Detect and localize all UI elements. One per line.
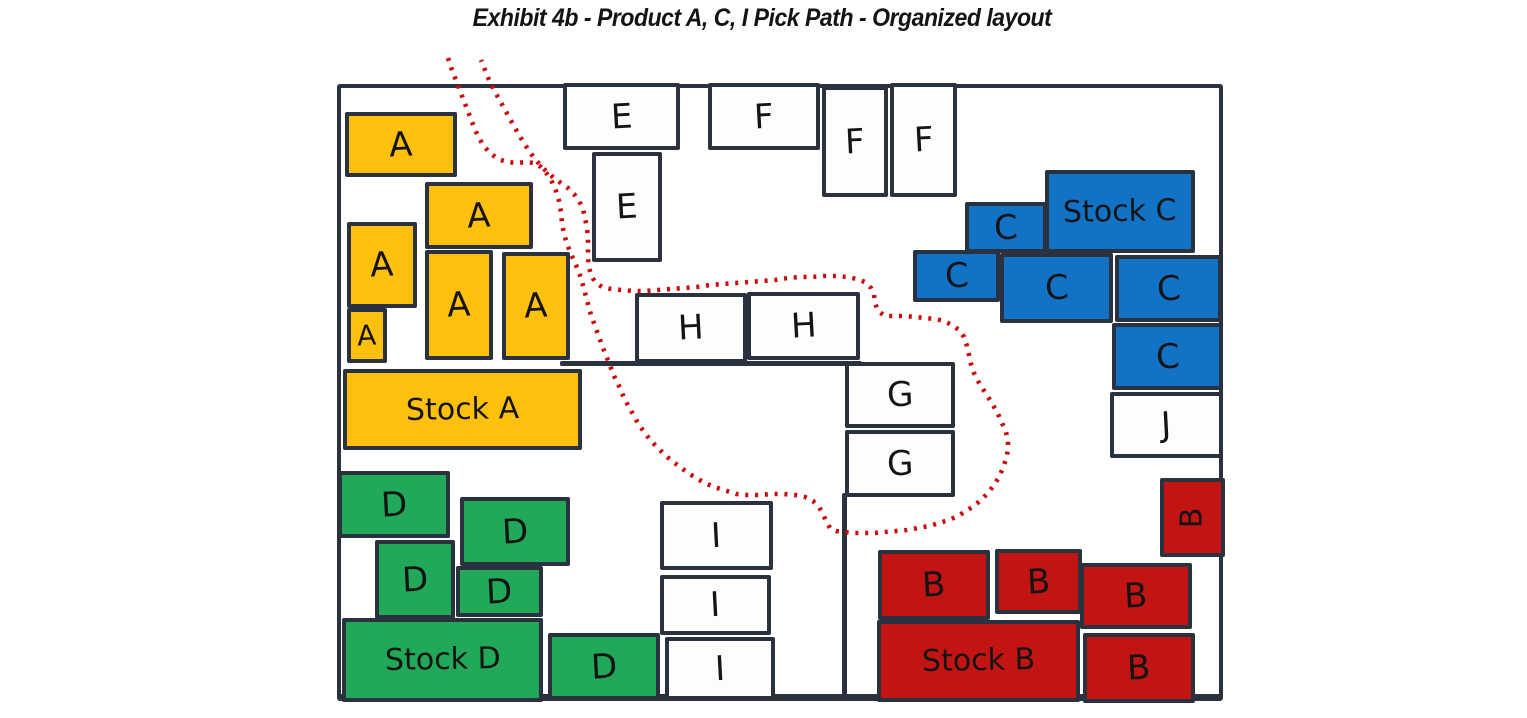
wall-mid-vertical (842, 493, 847, 701)
box-label-StockC: Stock C (1062, 192, 1178, 230)
box-label-D5: D (589, 645, 619, 688)
box-label-J1: J (1160, 404, 1173, 446)
storage-box-StockD: Stock D (342, 618, 543, 702)
storage-box-A1: A (345, 112, 457, 177)
storage-box-C2: C (913, 250, 1000, 302)
storage-box-J1: J (1110, 392, 1223, 458)
storage-box-H2: H (747, 292, 860, 360)
box-label-F1: F (753, 96, 775, 137)
box-label-C1: C (993, 206, 1019, 249)
storage-box-A5: A (502, 252, 570, 360)
box-label-E2: E (615, 186, 639, 228)
storage-box-F3: F (890, 83, 957, 197)
box-label-D2: D (500, 510, 530, 553)
storage-box-C4: C (1115, 255, 1222, 322)
box-label-C4: C (1155, 267, 1182, 310)
storage-box-A3: A (347, 222, 417, 308)
storage-box-F1: F (708, 83, 820, 150)
storage-box-A4: A (425, 250, 493, 360)
box-label-A5: A (523, 285, 549, 327)
storage-box-StockB: Stock B (877, 620, 1080, 702)
box-label-A2: A (466, 194, 492, 237)
box-label-D4: D (485, 570, 514, 613)
box-label-F2: F (844, 121, 866, 162)
box-label-A4: A (446, 284, 472, 326)
storage-box-StockA: Stock A (343, 369, 582, 450)
storage-box-B2: B (995, 549, 1082, 614)
storage-box-E2: E (592, 152, 662, 262)
box-label-G1: G (885, 374, 915, 416)
storage-box-B3: B (1080, 563, 1192, 629)
storage-box-D3: D (375, 540, 455, 619)
storage-box-E1: E (563, 83, 680, 150)
box-label-StockB: Stock B (921, 642, 1036, 679)
box-label-D3: D (400, 558, 430, 601)
box-label-StockD: Stock D (384, 640, 501, 679)
storage-box-A2: A (425, 182, 533, 249)
storage-box-I2: I (660, 575, 771, 635)
storage-box-B1: B (878, 550, 990, 620)
box-label-B3: B (1123, 575, 1149, 617)
storage-box-D2: D (460, 497, 570, 566)
box-label-D1: D (379, 483, 409, 526)
storage-box-F2: F (822, 86, 888, 197)
box-label-I3: I (713, 648, 727, 689)
box-label-B2: B (1025, 560, 1052, 603)
box-label-C2: C (943, 255, 970, 297)
box-label-H1: H (677, 307, 705, 349)
storage-box-C3: C (1000, 253, 1113, 323)
storage-box-G1: G (845, 362, 955, 428)
storage-box-D4: D (456, 566, 543, 617)
storage-box-A6: A (347, 308, 387, 363)
storage-box-B4: B (1083, 633, 1195, 703)
box-label-I1: I (710, 515, 723, 556)
box-label-A6: A (356, 318, 378, 352)
diagram-title: Exhibit 4b - Product A, C, I Pick Path -… (472, 4, 1052, 32)
box-label-I2: I (709, 584, 722, 626)
box-label-Brot: B (1174, 507, 1210, 528)
box-label-A3: A (369, 244, 395, 286)
storage-box-D5: D (548, 633, 660, 700)
storage-box-D1: D (338, 471, 450, 538)
storage-box-Brot: B (1160, 478, 1225, 557)
storage-box-I3: I (665, 637, 775, 700)
storage-box-G2: G (845, 430, 955, 497)
storage-box-C1: C (965, 202, 1047, 253)
storage-box-StockC: Stock C (1045, 170, 1195, 253)
storage-box-I1: I (660, 501, 773, 570)
box-label-B4: B (1126, 647, 1152, 689)
storage-box-H1: H (635, 293, 747, 363)
box-label-F3: F (912, 119, 935, 161)
box-label-H2: H (789, 305, 818, 347)
box-label-E1: E (609, 95, 634, 138)
box-label-G2: G (885, 442, 915, 485)
box-label-A1: A (388, 123, 414, 166)
box-label-B1: B (921, 564, 947, 606)
box-label-C5: C (1154, 335, 1181, 378)
wall-under-H (560, 361, 862, 366)
box-label-StockA: Stock A (405, 390, 520, 428)
storage-box-C5: C (1112, 323, 1223, 390)
box-label-C3: C (1043, 267, 1070, 309)
